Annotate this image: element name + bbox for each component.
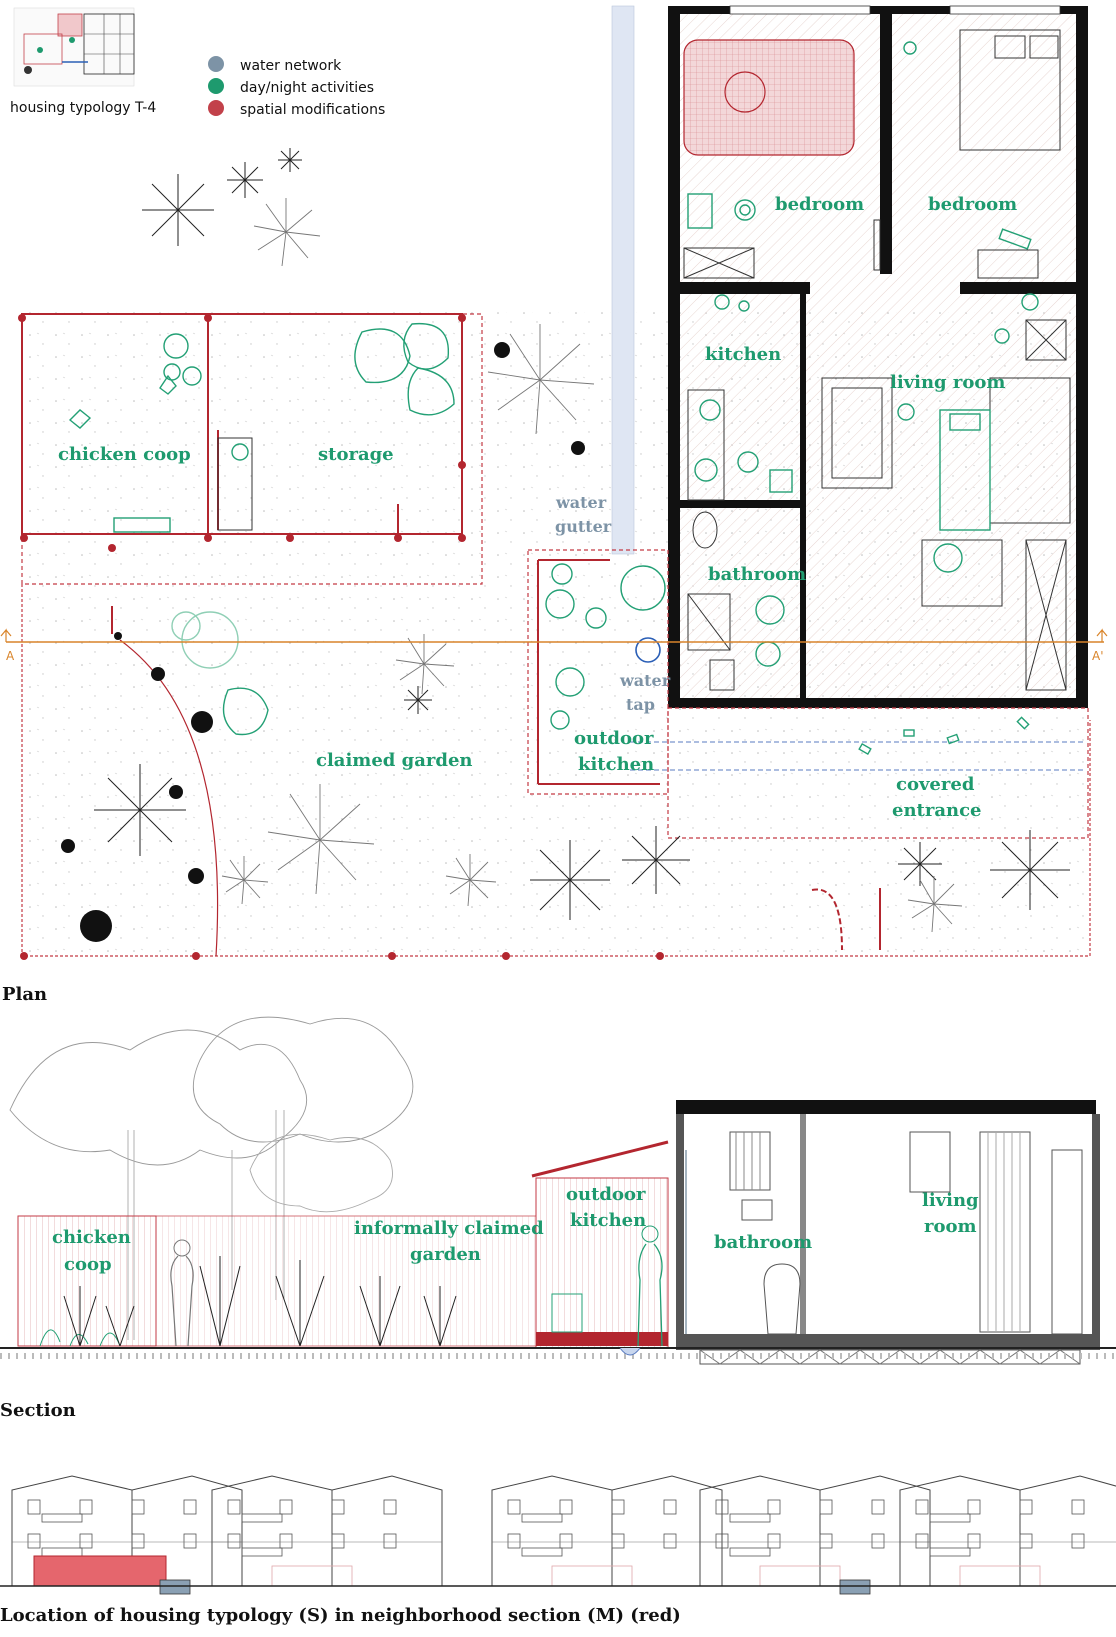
label-bedroom-2: bedroom xyxy=(928,194,1017,215)
section-label-living-1: living xyxy=(922,1190,979,1211)
section-label-living-2: room xyxy=(924,1216,977,1237)
label-bedroom-1: bedroom xyxy=(775,194,864,215)
label-claimed-garden: claimed garden xyxy=(316,750,473,771)
section-label-coop-1: chicken xyxy=(52,1227,131,1248)
tree-symbols xyxy=(61,148,1070,942)
section-label-garden-2: garden xyxy=(410,1244,481,1265)
label-kitchen: kitchen xyxy=(705,344,781,365)
label-living-room: living room xyxy=(890,372,1005,393)
legend: housing typology T-4 water network day/n… xyxy=(10,7,385,118)
section-marker-right: A' xyxy=(1092,649,1104,663)
neighborhood-water-tank xyxy=(839,1579,871,1595)
section-label-coop-2: coop xyxy=(64,1254,112,1275)
label-covered-entrance-1: covered xyxy=(896,774,975,795)
legend-swatch-activities xyxy=(208,78,224,94)
plan-drawing: A A' bedroom bedroom kitchen living room… xyxy=(0,5,1108,960)
neighborhood-building xyxy=(699,1475,931,1587)
typology-thumbnail xyxy=(13,7,135,87)
garden-section xyxy=(155,1215,537,1347)
neighborhood-water-tank xyxy=(159,1579,191,1595)
label-bathroom: bathroom xyxy=(708,564,806,585)
legend-label-water: water network xyxy=(240,58,342,74)
neighborhood-caption: Location of housing typology (S) in neig… xyxy=(0,1605,681,1626)
legend-label-modifications: spatial modifications xyxy=(240,102,385,118)
outdoor-kitchen-plan xyxy=(527,549,669,795)
label-water-gutter-1: water xyxy=(555,493,607,512)
garden-boundary xyxy=(20,584,1091,960)
legend-swatch-modifications xyxy=(208,100,224,116)
label-chicken-coop: chicken coop xyxy=(58,444,191,465)
neighborhood-building xyxy=(11,1475,243,1587)
label-storage: storage xyxy=(318,444,394,465)
house-plan xyxy=(630,5,1089,839)
legend-label-activities: day/night activities xyxy=(240,80,374,96)
label-outdoor-kitchen-1: outdoor xyxy=(574,728,654,749)
label-water-tap-2: tap xyxy=(626,695,655,714)
section-marker-left: A xyxy=(6,649,15,663)
neighborhood-building xyxy=(899,1475,1116,1587)
legend-swatch-water xyxy=(208,56,224,72)
thumbnail-caption: housing typology T-4 xyxy=(10,100,156,116)
label-outdoor-kitchen-2: kitchen xyxy=(578,754,654,775)
neighborhood-building xyxy=(211,1475,443,1587)
section-label-outdoor-kitchen-2: kitchen xyxy=(570,1210,646,1231)
neighborhood-building xyxy=(491,1475,723,1587)
section-label-bathroom: bathroom xyxy=(714,1232,812,1253)
label-covered-entrance-2: entrance xyxy=(892,800,982,821)
plan-caption: Plan xyxy=(2,984,47,1005)
section-drawing: chicken coop informally claimed garden o… xyxy=(0,1016,1116,1365)
outdoor-kitchen-section xyxy=(535,1177,669,1349)
label-water-gutter-2: gutter xyxy=(555,517,612,536)
water-gutter-strip xyxy=(611,5,635,555)
label-water-tap-1: water xyxy=(619,671,671,690)
section-figures xyxy=(39,1225,663,1347)
house-section xyxy=(676,1100,1100,1365)
section-caption: Section xyxy=(0,1400,76,1421)
coop-storage-enclosure xyxy=(18,313,483,585)
neighborhood-section xyxy=(11,1475,1116,1595)
section-label-outdoor-kitchen-1: outdoor xyxy=(566,1184,646,1205)
section-label-garden-1: informally claimed xyxy=(354,1218,544,1239)
